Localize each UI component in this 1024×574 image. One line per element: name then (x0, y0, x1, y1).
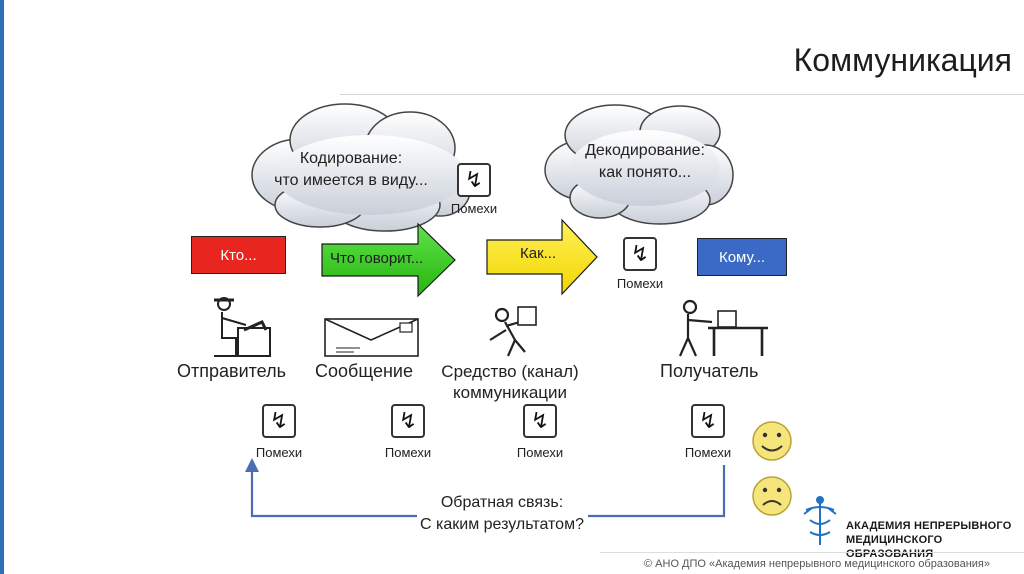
page-title: Коммуникация (793, 42, 1012, 78)
encoding-cloud-text: Кодирование: что имеется в виду... (256, 148, 446, 192)
decoding-cloud-text: Декодирование: как понято... (560, 140, 730, 184)
noise-message: ↯ Помехи (378, 404, 438, 460)
message-label: Сообщение (315, 361, 413, 381)
decoding-subtitle: как понято... (598, 164, 692, 181)
message-envelope (324, 318, 419, 357)
lightning-icon: ↯ (391, 404, 425, 438)
feedback-loop (250, 465, 726, 518)
lightning-icon: ↯ (691, 404, 725, 438)
feedback-text: Обратная связь: С каким результатом? (392, 492, 612, 536)
sad-face-icon (752, 476, 792, 516)
noise-channel: ↯ Помехи (510, 404, 570, 460)
to-whom-box: Кому... (697, 238, 787, 276)
lightning-icon: ↯ (523, 404, 557, 438)
encoding-cloud (251, 103, 471, 232)
footer-copyright: © АНО ДПО «Академия непрерывного медицин… (644, 558, 991, 570)
noise-decoding: ↯ Помехи (610, 237, 670, 291)
how-arrow (486, 218, 598, 296)
encoding-subtitle: что имеется в виду... (274, 172, 428, 189)
academy-logo-emblem (803, 496, 837, 545)
academy-logo-text: АКАДЕМИЯ НЕПРЕРЫВНОГО МЕДИЦИНСКОГО ОБРАЗ… (846, 519, 1024, 561)
left-accent-bar (0, 0, 4, 574)
noise-label: Помехи (684, 445, 732, 460)
how-arrow-label: Как... (520, 245, 557, 262)
lightning-icon: ↯ (623, 237, 657, 271)
title-divider (340, 94, 1024, 95)
noise-receiver: ↯ Помехи (678, 404, 738, 460)
receiver-label: Получатель (660, 361, 759, 381)
encoding-title: Кодирование: (299, 150, 403, 167)
lightning-icon: ↯ (262, 404, 296, 438)
logo-line1: АКАДЕМИЯ НЕПРЕРЫВНОГО (846, 520, 1012, 532)
what-arrow (321, 222, 456, 298)
channel-label: Средство (канал) коммуникации (430, 361, 590, 403)
lightning-icon: ↯ (457, 163, 491, 197)
feedback-question: С каким результатом? (420, 516, 584, 533)
noise-label: Помехи (255, 445, 303, 460)
decoding-cloud (544, 104, 734, 225)
sender-label: Отправитель (177, 361, 286, 381)
logo-line2: МЕДИЦИНСКОГО ОБРАЗОВАНИЯ (846, 534, 943, 560)
footer-divider (600, 552, 1024, 553)
sender-figure (214, 297, 271, 357)
smiley-face-icon (752, 421, 792, 461)
noise-label: Помехи (450, 201, 498, 216)
channel-label-line1: Средство (канал) (441, 362, 579, 381)
noise-label: Помехи (616, 276, 664, 291)
noise-sender: ↯ Помехи (249, 404, 309, 460)
noise-label: Помехи (516, 445, 564, 460)
feedback-title: Обратная связь: (440, 494, 564, 511)
decoding-title: Декодирование: (585, 142, 705, 159)
noise-label: Помехи (384, 445, 432, 460)
channel-label-line2: коммуникации (452, 383, 568, 402)
what-arrow-label: Что говорит... (330, 250, 424, 267)
channel-figure (489, 306, 537, 357)
noise-encoding: ↯ Помехи (444, 163, 504, 216)
who-box: Кто... (191, 236, 286, 274)
receiver-figure (678, 299, 768, 357)
feedback-arrowhead (245, 458, 259, 472)
